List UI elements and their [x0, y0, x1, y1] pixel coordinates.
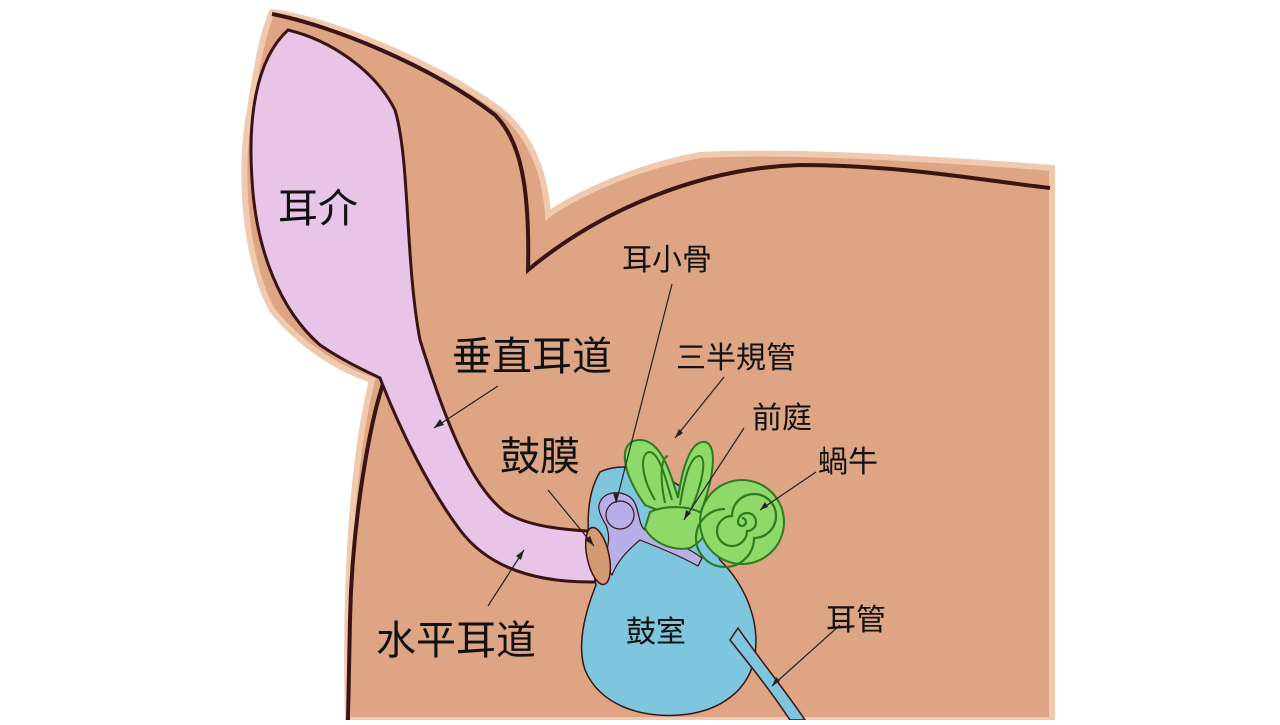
label-tympanic-cavity: 鼓室 [626, 615, 686, 650]
leader-ossicles [615, 283, 673, 504]
cochlea-body [699, 479, 785, 565]
leader-lines [433, 283, 841, 687]
label-semicircular-canals: 三半規管 [676, 341, 796, 376]
ossicle-head [605, 500, 635, 530]
arrowhead-vestibule [684, 510, 691, 520]
leader-vertical-canal [433, 385, 499, 429]
leader-eardrum [547, 489, 595, 547]
label-vertical-canal: 垂直耳道 [452, 334, 612, 380]
label-pinna: 耳介 [278, 186, 358, 232]
skull-outline [346, 377, 387, 721]
leader-vestibule [683, 427, 745, 521]
label-eardrum: 鼓膜 [500, 434, 580, 480]
head-skin [241, 8, 1055, 723]
cochlea-spiral [694, 492, 778, 569]
arrowhead-eustachian [772, 677, 780, 686]
leader-arrowheads [434, 419, 780, 686]
label-horizontal-canal: 水平耳道 [376, 618, 536, 664]
label-cochlea: 蝸牛 [818, 445, 878, 480]
leader-semicircular [674, 376, 725, 439]
pinna-and-canal [249, 28, 607, 584]
leader-horizontal-canal [487, 549, 525, 607]
canal-loop-c [660, 455, 669, 504]
arrowhead-cochlea [760, 502, 768, 510]
semicircular-canals-shape [623, 438, 714, 527]
cochlea-shape [694, 479, 785, 569]
leader-eustachian [771, 624, 841, 687]
canal-loop-b [679, 455, 705, 513]
arrowhead-semicircular [675, 429, 683, 438]
arrowhead-eardrum [585, 536, 594, 546]
canal-loop-a [642, 450, 673, 501]
ear-flap-outline [271, 12, 1051, 275]
canal-loop-outer [623, 438, 714, 527]
label-ossicles: 耳小骨 [622, 243, 712, 278]
arrowhead-ossicles [613, 493, 619, 503]
label-vestibule: 前庭 [752, 401, 812, 436]
arrowhead-vertical-canal [434, 419, 444, 428]
arrowhead-horizontal-canal [516, 550, 524, 560]
leader-cochlea [759, 471, 817, 511]
label-eustachian-tube: 耳管 [826, 603, 886, 638]
